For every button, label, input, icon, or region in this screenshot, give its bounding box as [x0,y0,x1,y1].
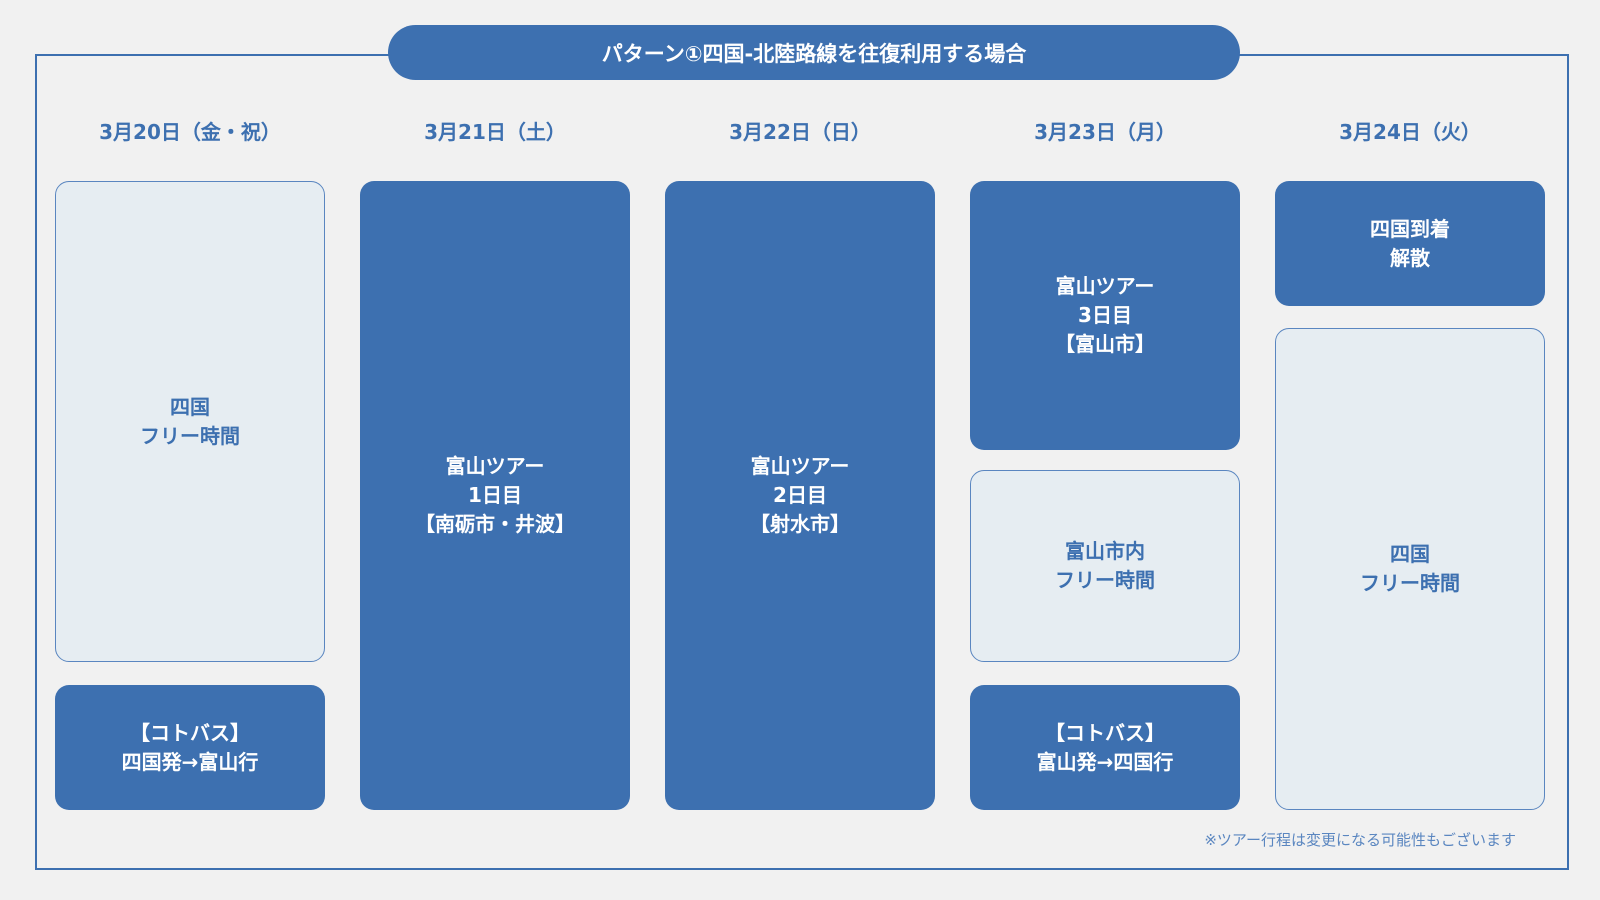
date-header: 3月22日（日） [729,120,871,144]
footnote: ※ツアー行程は変更になる可能性もございます [1204,831,1516,849]
tour-block: 富山ツアー 2日目 【射水市】 [665,181,935,810]
bus-block: 【コトバス】 四国発→富山行 [55,685,325,810]
date-header: 3月20日（金・祝） [99,120,281,144]
date-header: 3月23日（月） [1034,120,1176,144]
arrival-block: 四国到着 解散 [1275,181,1545,306]
date-header: 3月24日（火） [1339,120,1481,144]
tour-block: 富山ツアー 1日目 【南砺市・井波】 [360,181,630,810]
date-header: 3月21日（土） [424,120,566,144]
tour-block: 富山ツアー 3日目 【富山市】 [970,181,1240,450]
free-time-block: 四国 フリー時間 [55,181,325,662]
free-time-block: 四国 フリー時間 [1275,328,1545,810]
free-time-block: 富山市内 フリー時間 [970,470,1240,662]
page-title: パターン①四国-北陸路線を往復利用する場合 [388,25,1240,80]
bus-block: 【コトバス】 富山発→四国行 [970,685,1240,810]
